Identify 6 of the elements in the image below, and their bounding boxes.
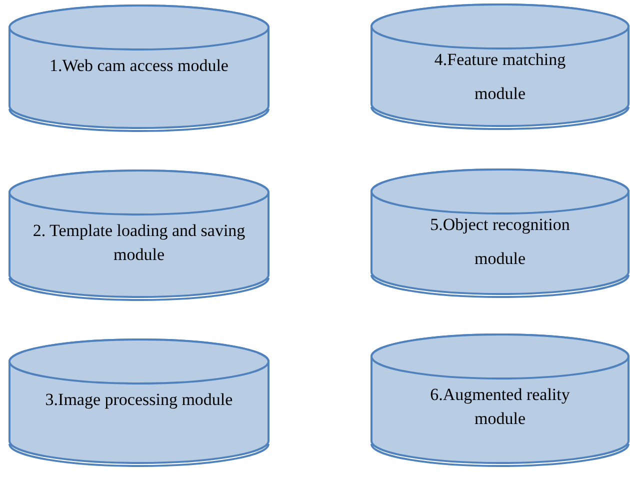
cylinder-label: 6.Augmented reality module	[429, 384, 571, 430]
cylinder-label: 3.Image processing module	[44, 389, 234, 411]
cylinder-label: 1.Web cam access module	[48, 55, 230, 77]
cylinder-label: 5.Object recognition module	[429, 214, 571, 270]
cylinder-label: 2. Template loading and saving module	[32, 220, 246, 266]
cylinder-label: 4.Feature matching module	[433, 49, 567, 105]
